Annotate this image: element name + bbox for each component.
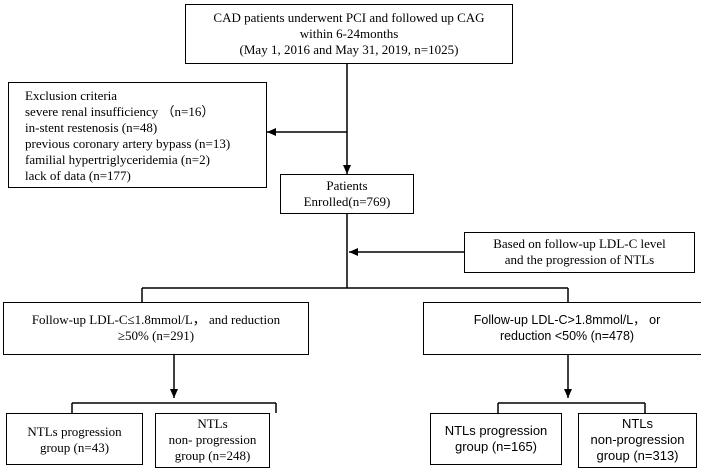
left-group-box: Follow-up LDL-C≤1.8mmol/L， and reduction… xyxy=(3,302,309,355)
right-non-progression-line-1: NTLs xyxy=(621,416,654,431)
enrolled-patients-box: Patients Enrolled(n=769) xyxy=(280,174,414,214)
exclusion-item: previous coronary artery bypass (n=13) xyxy=(25,136,231,151)
grouping-basis-line-2: and the progression of NTLs xyxy=(504,252,655,267)
study-population-line-1: CAD patients underwent PCI and followed … xyxy=(213,10,485,25)
left-progression-line-1: NTLs progression xyxy=(27,424,122,439)
right-progression-group-box: NTLs progression group (n=165) xyxy=(430,413,562,465)
grouping-basis-line-1: Based on follow-up LDL-C level xyxy=(493,236,666,251)
right-group-line-2: reduction <50% (n=478) xyxy=(499,329,635,343)
right-non-progression-group-box: NTLs non-progression group (n=313) xyxy=(578,413,697,468)
right-non-progression-line-2: non-progression xyxy=(590,432,685,447)
exclusion-criteria-title: Exclusion criteria xyxy=(25,88,118,103)
left-progression-line-2: group (n=43) xyxy=(39,440,110,455)
enrolled-line-1: Patients xyxy=(326,178,368,193)
left-non-progression-group-box: NTLs non- progression group (n=248) xyxy=(155,413,270,468)
right-progression-line-2: group (n=165) xyxy=(454,439,538,454)
right-group-box: Follow-up LDL-C>1.8mmol/L， or reduction … xyxy=(423,302,701,355)
enrolled-line-2: Enrolled(n=769) xyxy=(303,194,391,209)
grouping-basis-box: Based on follow-up LDL-C level and the p… xyxy=(464,232,695,273)
left-group-line-1: Follow-up LDL-C≤1.8mmol/L， and reduction xyxy=(31,312,281,327)
study-population-line-2: within 6-24months xyxy=(299,26,399,41)
exclusion-criteria-box: Exclusion criteria severe renal insuffic… xyxy=(8,82,267,188)
study-population-box: CAD patients underwent PCI and followed … xyxy=(185,4,513,64)
exclusion-item: lack of data (n=177) xyxy=(25,168,131,183)
exclusion-item: severe renal insufficiency （n=16） xyxy=(25,104,215,119)
left-non-progression-line-1: NTLs xyxy=(197,416,228,431)
right-non-progression-line-3: group (n=313) xyxy=(596,448,679,463)
right-group-line-1: Follow-up LDL-C>1.8mmol/L， or xyxy=(473,313,661,327)
left-progression-group-box: NTLs progression group (n=43) xyxy=(6,413,143,465)
right-progression-line-1: NTLs progression xyxy=(444,423,548,438)
exclusion-item: in-stent restenosis (n=48) xyxy=(25,120,158,135)
left-non-progression-line-3: group (n=248) xyxy=(174,448,251,463)
study-population-line-3: (May 1, 2016 and May 31, 2019, n=1025) xyxy=(239,42,459,57)
left-non-progression-line-2: non- progression xyxy=(168,432,257,447)
left-group-line-2: ≥50% (n=291) xyxy=(117,328,195,343)
exclusion-item: familial hypertriglyceridemia (n=2) xyxy=(25,152,210,167)
